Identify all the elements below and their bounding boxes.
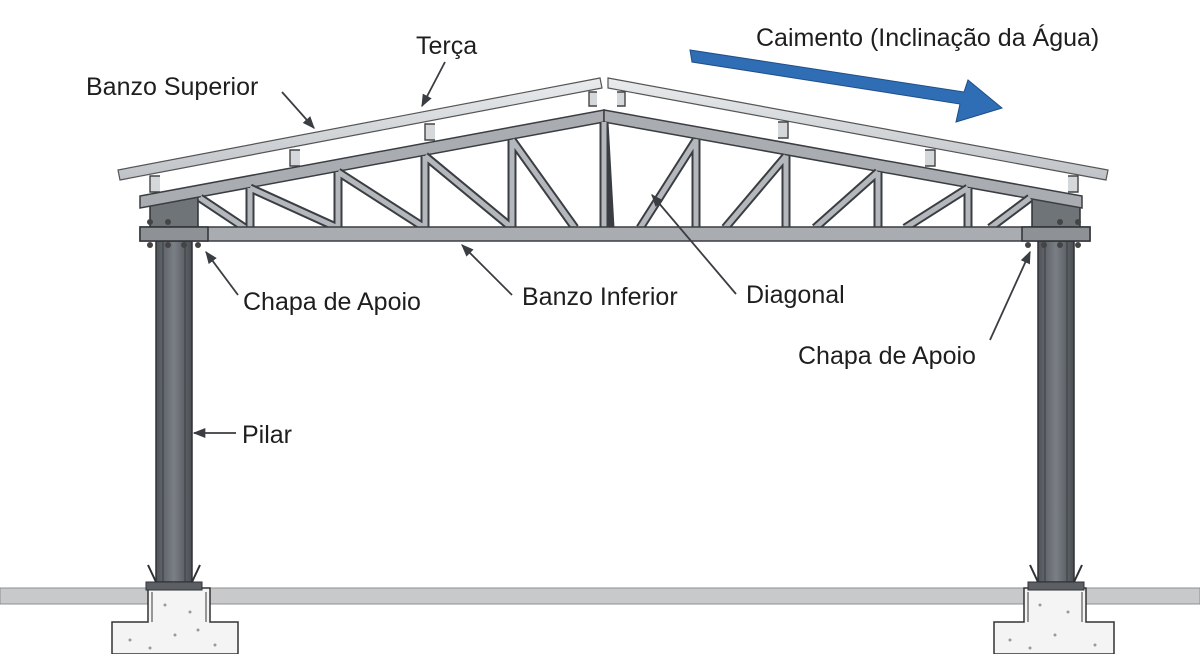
column-right [1027,195,1085,591]
bearing-plate-left [139,219,209,248]
leader-diagonal [651,194,737,295]
leader-chapa-apoio-right [989,250,1031,341]
label-chapa-apoio-left: Chapa de Apoio [243,288,421,316]
slope-arrow [689,49,1004,123]
bottom-chord [139,226,1091,242]
leader-banzo-inferior [461,244,513,296]
label-chapa-apoio-right: Chapa de Apoio [798,342,976,370]
foundation-left [111,587,239,654]
leader-lines [192,61,1031,439]
bearing-plate-right [1021,219,1091,248]
label-terca: Terça [416,32,477,60]
leader-chapa-apoio-left [205,250,239,296]
truss-web-highlight [198,122,1032,231]
purlins [149,91,1079,193]
label-pilar: Pilar [242,421,292,449]
roof-sheet-left [117,77,603,181]
roof-sheet-right [607,77,1109,181]
label-banzo-inferior: Banzo Inferior [522,283,678,311]
label-banzo-superior: Banzo Superior [86,73,258,101]
foundation-right [993,587,1115,654]
label-caimento: Caimento (Inclinação da Água) [756,23,1099,52]
column-left [145,195,203,591]
leader-banzo-superior [281,91,315,129]
leader-terca [421,61,446,108]
label-diagonal: Diagonal [746,281,845,309]
top-chord-right [603,109,1083,209]
ground-line [0,587,1200,605]
